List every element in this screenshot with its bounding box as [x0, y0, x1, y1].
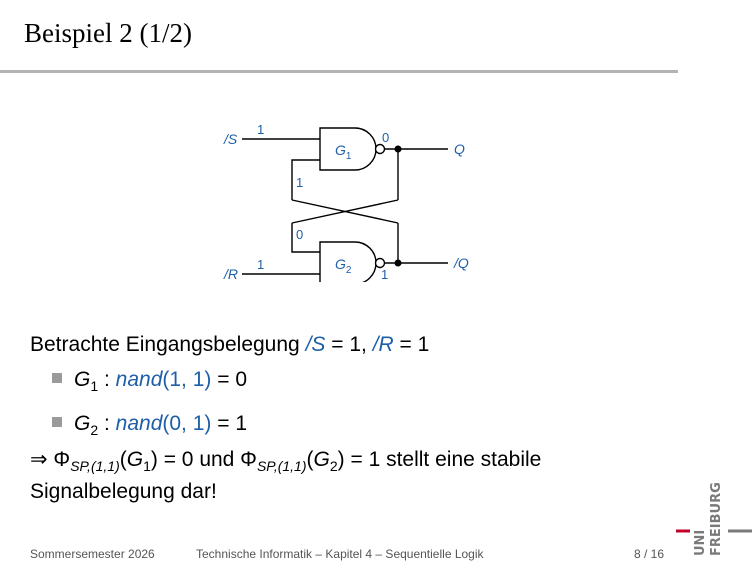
concl-g2-sub: 2	[329, 458, 338, 475]
bullet2-args: (0, 1)	[162, 412, 212, 435]
bullet2-g: G	[74, 412, 91, 435]
footer-course: Technische Informatik – Kapitel 4 – Sequ…	[196, 547, 484, 561]
line1-eq2: = 1	[393, 333, 430, 356]
conclusion-line-1: ⇒ ΦSP,(1,1)(G1) = 0 und ΦSP,(1,1)(G2) = …	[30, 447, 541, 479]
bullet1-result: = 0	[211, 368, 248, 391]
junction-dot-q	[394, 145, 402, 153]
concl-sub1: SP,(1,1)	[70, 458, 120, 475]
gate-1-bubble	[374, 143, 386, 155]
svg-text:FREIBURG: FREIBURG	[709, 482, 724, 556]
concl-g1-sub: 1	[143, 458, 151, 475]
gate-2-label: G2	[335, 256, 352, 276]
conclusion-line-2: Signalbelegung dar!	[30, 480, 217, 504]
label-s: /S	[223, 131, 238, 147]
line1-eq1: = 1,	[325, 333, 373, 356]
value-g1-feedback: 1	[296, 175, 303, 190]
value-r: 1	[257, 257, 264, 272]
label-q: Q	[454, 141, 465, 157]
conclusion: ⇒ ΦSP,(1,1)(G1) = 0 und ΦSP,(1,1)(G2) = …	[30, 447, 541, 504]
bullet2-result: = 1	[211, 412, 248, 435]
gate-1-shape	[319, 127, 377, 171]
bullet-gate-2: G2 : nand(0, 1) = 1	[52, 412, 247, 438]
concl-open1: (	[119, 448, 127, 471]
svg-text:UNI: UNI	[693, 530, 708, 556]
footer-semester: Sommersemester 2026	[30, 547, 155, 561]
title-divider	[0, 70, 678, 73]
junction-dot-qn	[394, 259, 402, 267]
line1-s: /S	[305, 333, 326, 356]
value-s: 1	[257, 122, 264, 137]
value-g2-feedback: 0	[296, 227, 303, 242]
bullet1-args: (1, 1)	[162, 368, 212, 391]
concl-sub2: SP,(1,1)	[256, 458, 307, 475]
concl-close2: ) = 1 stellt eine stabile	[337, 448, 542, 471]
concl-arrow: ⇒ Φ	[30, 448, 71, 471]
line1-prefix: Betrachte Eingangsbelegung	[30, 333, 300, 356]
bullet2-colon: :	[98, 412, 116, 435]
concl-g1: G	[126, 448, 144, 471]
input-assignment-line: Betrachte Eingangsbelegung /S = 1, /R = …	[30, 333, 429, 357]
value-g2-out: 1	[381, 267, 388, 282]
line1-r: /R	[372, 333, 394, 356]
bullet-square-icon	[52, 417, 62, 427]
concl-close1: ) = 0 und Φ	[150, 448, 257, 471]
bullet1-g: G	[74, 368, 91, 391]
uni-freiburg-logo: UNI FREIBURG	[676, 482, 752, 556]
bullet2-sub: 2	[90, 422, 99, 439]
bullet2-func: nand	[115, 412, 163, 435]
footer-page-number: 8 / 16	[634, 547, 665, 561]
bullet1-colon: :	[98, 368, 116, 391]
bullet1-sub: 1	[90, 378, 99, 395]
gate-2-shape	[319, 241, 377, 282]
concl-open2: (	[306, 448, 314, 471]
slide-title: Beispiel 2 (1/2)	[24, 18, 192, 48]
label-qn: /Q	[453, 255, 469, 271]
bullet-gate-1: G1 : nand(1, 1) = 0	[52, 368, 247, 394]
label-r: /R	[223, 266, 238, 282]
gate-1-label: G1	[335, 142, 352, 162]
bullet-square-icon	[52, 373, 62, 383]
rs-latch-diagram: /S /R Q /Q G1 G2 1 1 0 1 0 1	[223, 122, 469, 282]
bullet1-func: nand	[115, 368, 163, 391]
value-g1-out: 0	[382, 130, 389, 145]
concl-g2: G	[313, 448, 330, 471]
